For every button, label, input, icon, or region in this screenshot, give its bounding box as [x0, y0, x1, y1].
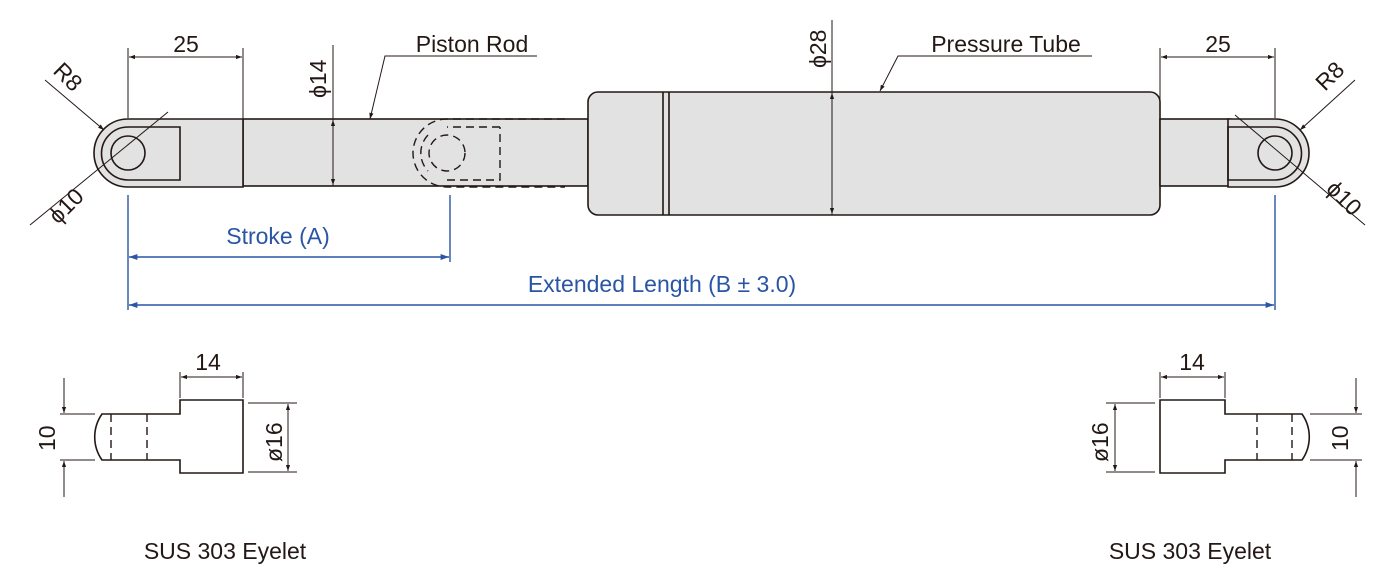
left-eyelet [93, 118, 244, 188]
dim-eyelet-length-right: 25 [1159, 31, 1276, 118]
retracted-eyelet-outline [412, 118, 565, 188]
dim-label: ϕ10 [43, 183, 89, 229]
dim-label: R8 [48, 57, 87, 96]
label-stroke: Stroke (A) [226, 223, 330, 249]
dim-extended-length: Extended Length (B ± 3.0) [128, 195, 1276, 310]
label-pressure-tube: Pressure Tube [931, 31, 1081, 57]
dim-label: 14 [1179, 349, 1205, 375]
dim-label: ϕ28 [805, 30, 831, 68]
label-extended-length: Extended Length (B ± 3.0) [528, 271, 796, 297]
label-piston-rod: Piston Rod [416, 31, 529, 57]
right-eyelet [1227, 118, 1310, 188]
dim-label: 25 [1205, 31, 1231, 57]
end-rod [1159, 118, 1231, 187]
dim-eyelet-length-left: 25 [127, 31, 244, 118]
dim-label: 14 [195, 349, 221, 375]
callout-piston-rod: Piston Rod [369, 31, 537, 120]
label-eyelet-right: SUS 303 Eyelet [1109, 538, 1272, 564]
dim-label: 10 [1327, 425, 1353, 451]
dim-rod-diameter: ϕ14 [305, 45, 336, 186]
dim-label: ϕ14 [305, 59, 331, 98]
dim-label: 10 [34, 425, 60, 451]
pressure-tube [587, 91, 1161, 216]
dim-label: 25 [173, 31, 199, 57]
callout-pressure-tube: Pressure Tube [879, 31, 1092, 92]
dim-label: ø16 [261, 422, 287, 462]
eyelet-detail-right: 14 ø16 10 SUS 303 Eyelet [1087, 349, 1362, 564]
dim-tube-diameter: ϕ28 [805, 20, 835, 215]
piston-rod [242, 118, 589, 187]
dim-label: ø16 [1087, 422, 1113, 462]
dim-label: R8 [1310, 56, 1349, 95]
dim-label: ϕ10 [1321, 175, 1367, 221]
eyelet-detail-left: 14 ø16 10 SUS 303 Eyelet [34, 349, 307, 564]
label-eyelet-left: SUS 303 Eyelet [144, 538, 307, 564]
dim-stroke: Stroke (A) [127, 195, 451, 310]
